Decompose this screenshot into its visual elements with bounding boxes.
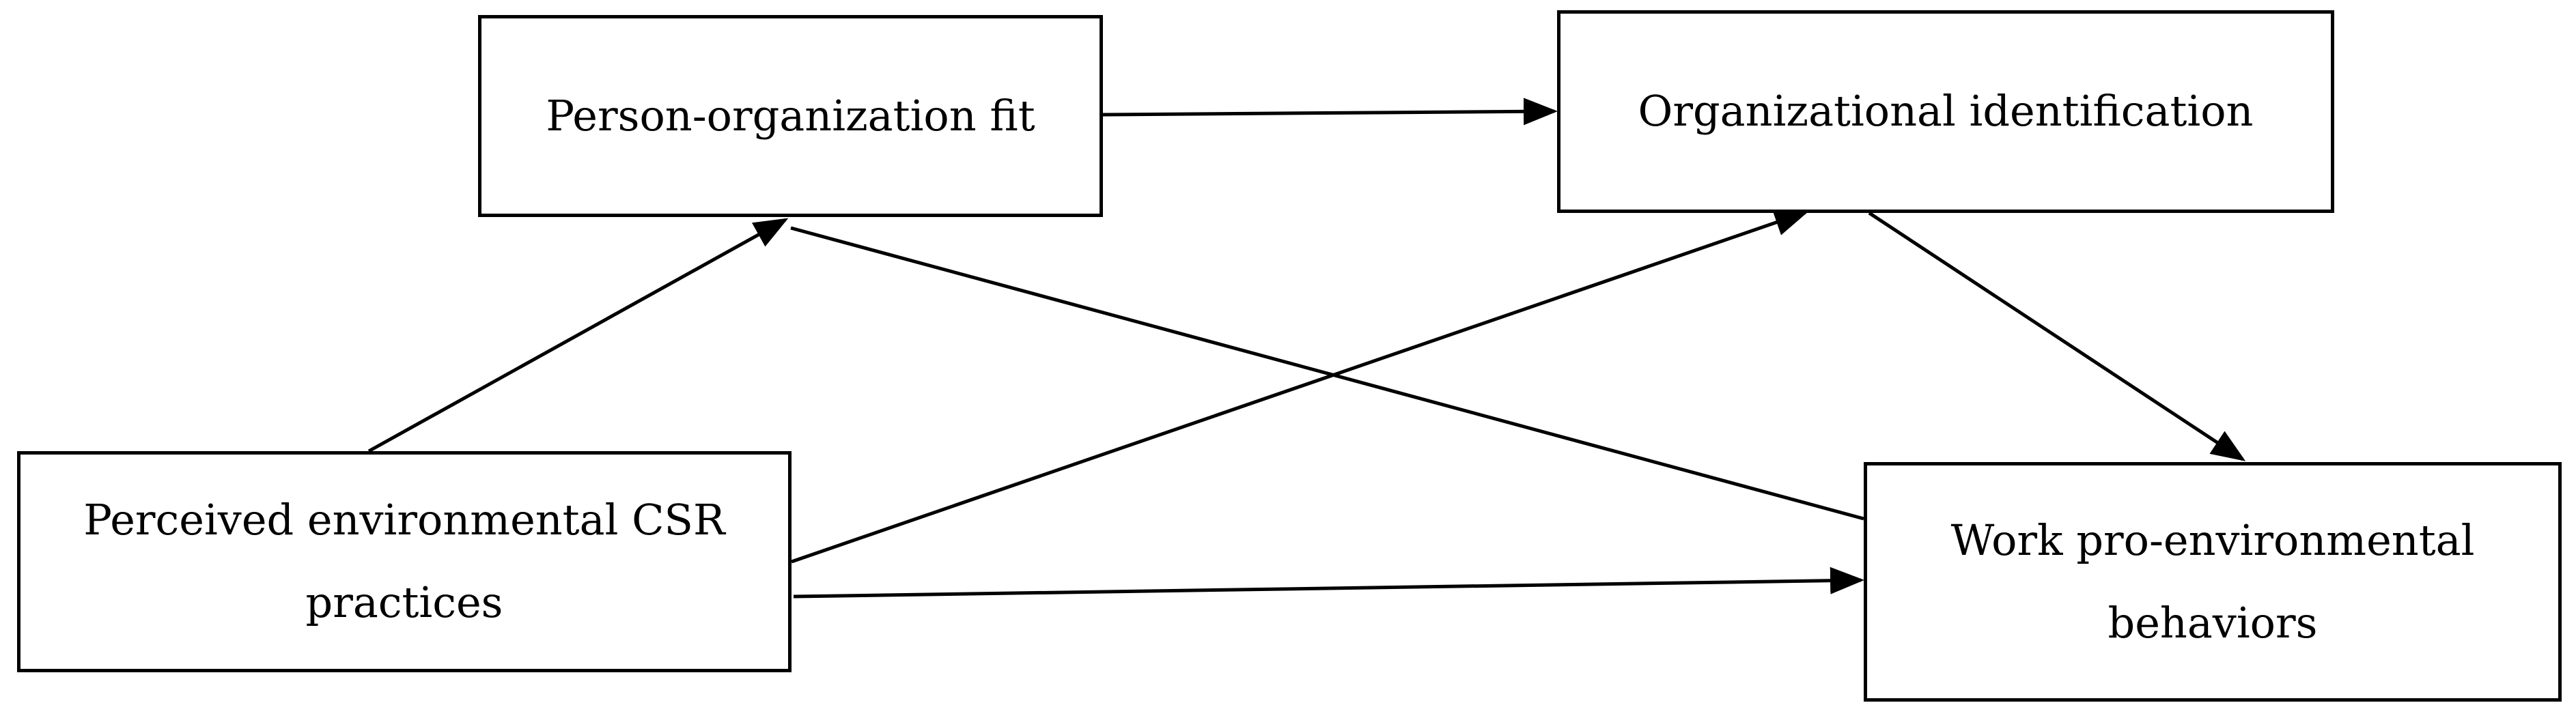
node-label-line-2: practices xyxy=(305,577,503,627)
arrow-csr-to-wpb xyxy=(793,566,1864,599)
arrow-org-id-to-wpb xyxy=(1868,211,2246,461)
arrow-csr-to-org-id xyxy=(791,209,1809,564)
node-label: Person-organization fit xyxy=(546,90,1035,141)
node-label-line-1: Perceived environmental CSR xyxy=(83,495,725,545)
node-label-line-1: Work pro-environmental xyxy=(1950,515,2475,565)
node-perceived-environmental-csr: Perceived environmental CSR practices xyxy=(17,451,792,672)
arrow-po-fit-to-org-id xyxy=(1102,98,1558,126)
node-label-line-2: behaviors xyxy=(2108,597,2318,648)
node-person-organization-fit: Person-organization fit xyxy=(478,15,1103,217)
node-organizational-identification: Organizational identification xyxy=(1557,10,2334,213)
line-po-fit-to-wpb xyxy=(790,226,1864,521)
node-work-pro-environmental-behaviors: Work pro-environmental behaviors xyxy=(1864,462,2562,702)
arrow-csr-to-po-fit xyxy=(367,218,789,453)
node-label: Organizational identification xyxy=(1638,86,2254,137)
